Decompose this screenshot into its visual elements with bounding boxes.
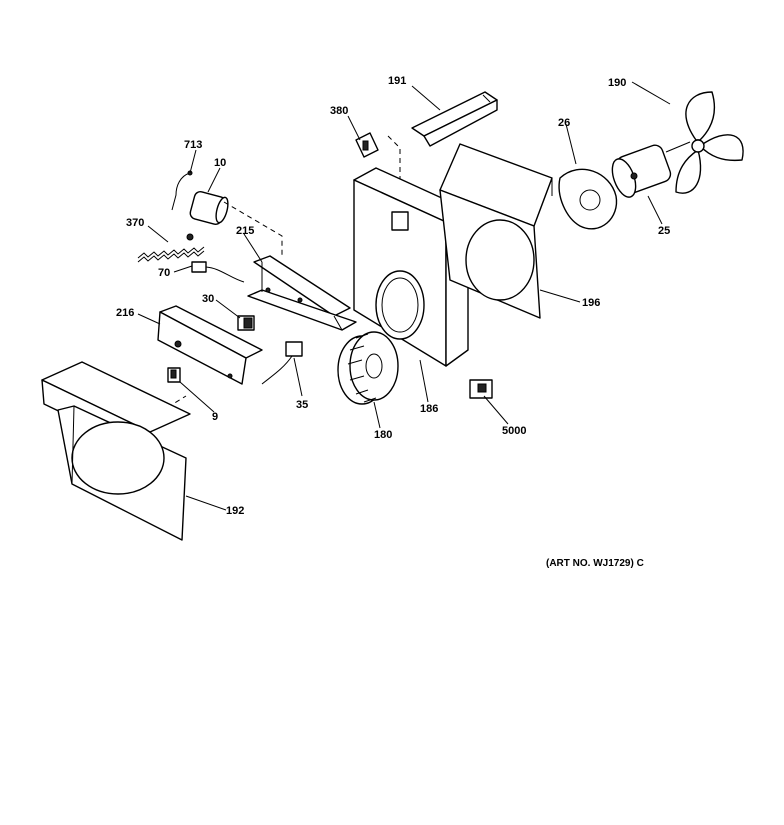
callout-26: 26 [558, 117, 570, 129]
part-370-heater [137, 233, 205, 263]
callout-35: 35 [296, 399, 308, 411]
part-10-capacitor [189, 190, 229, 226]
part-713-wire [171, 170, 193, 211]
callout-5000: 5000 [502, 425, 526, 437]
callout-70: 70 [158, 267, 170, 279]
callout-25: 25 [658, 225, 670, 237]
callout-labels: 191 190 380 713 10 26 370 215 70 25 30 1… [116, 75, 670, 569]
callout-9: 9 [212, 411, 218, 423]
part-190-fan-blade [675, 91, 744, 194]
part-186-blower-housing [353, 167, 469, 367]
callout-190: 190 [608, 77, 626, 89]
callout-186: 186 [420, 403, 438, 415]
part-380-clip [355, 132, 379, 158]
part-216-control-bracket [157, 305, 263, 385]
callout-215: 215 [236, 225, 254, 237]
part-196-shroud [439, 143, 553, 319]
part-70-connector [191, 261, 245, 283]
part-9-switch [167, 367, 181, 383]
callout-196: 196 [582, 297, 600, 309]
callout-30: 30 [202, 293, 214, 305]
part-35-thermostat [261, 341, 303, 385]
callout-380: 380 [330, 105, 348, 117]
part-215-mounting-plate [247, 255, 357, 331]
callout-713: 713 [184, 139, 202, 151]
part-30-relay [237, 315, 255, 331]
callout-10: 10 [214, 157, 226, 169]
part-5000-switch [469, 379, 493, 399]
part-180-blower-wheel [337, 331, 399, 405]
art-number: (ART NO. WJ1729) C [546, 558, 644, 569]
callout-180: 180 [374, 429, 392, 441]
leader-lines [137, 81, 671, 511]
part-192-front-cover [41, 361, 191, 541]
callout-370: 370 [126, 217, 144, 229]
part-191-top-bracket [411, 91, 498, 147]
part-26-motor-mount [558, 168, 618, 230]
part-25-motor [611, 141, 691, 198]
callout-191: 191 [388, 75, 406, 87]
callout-216: 216 [116, 307, 134, 319]
callout-192: 192 [226, 505, 244, 517]
